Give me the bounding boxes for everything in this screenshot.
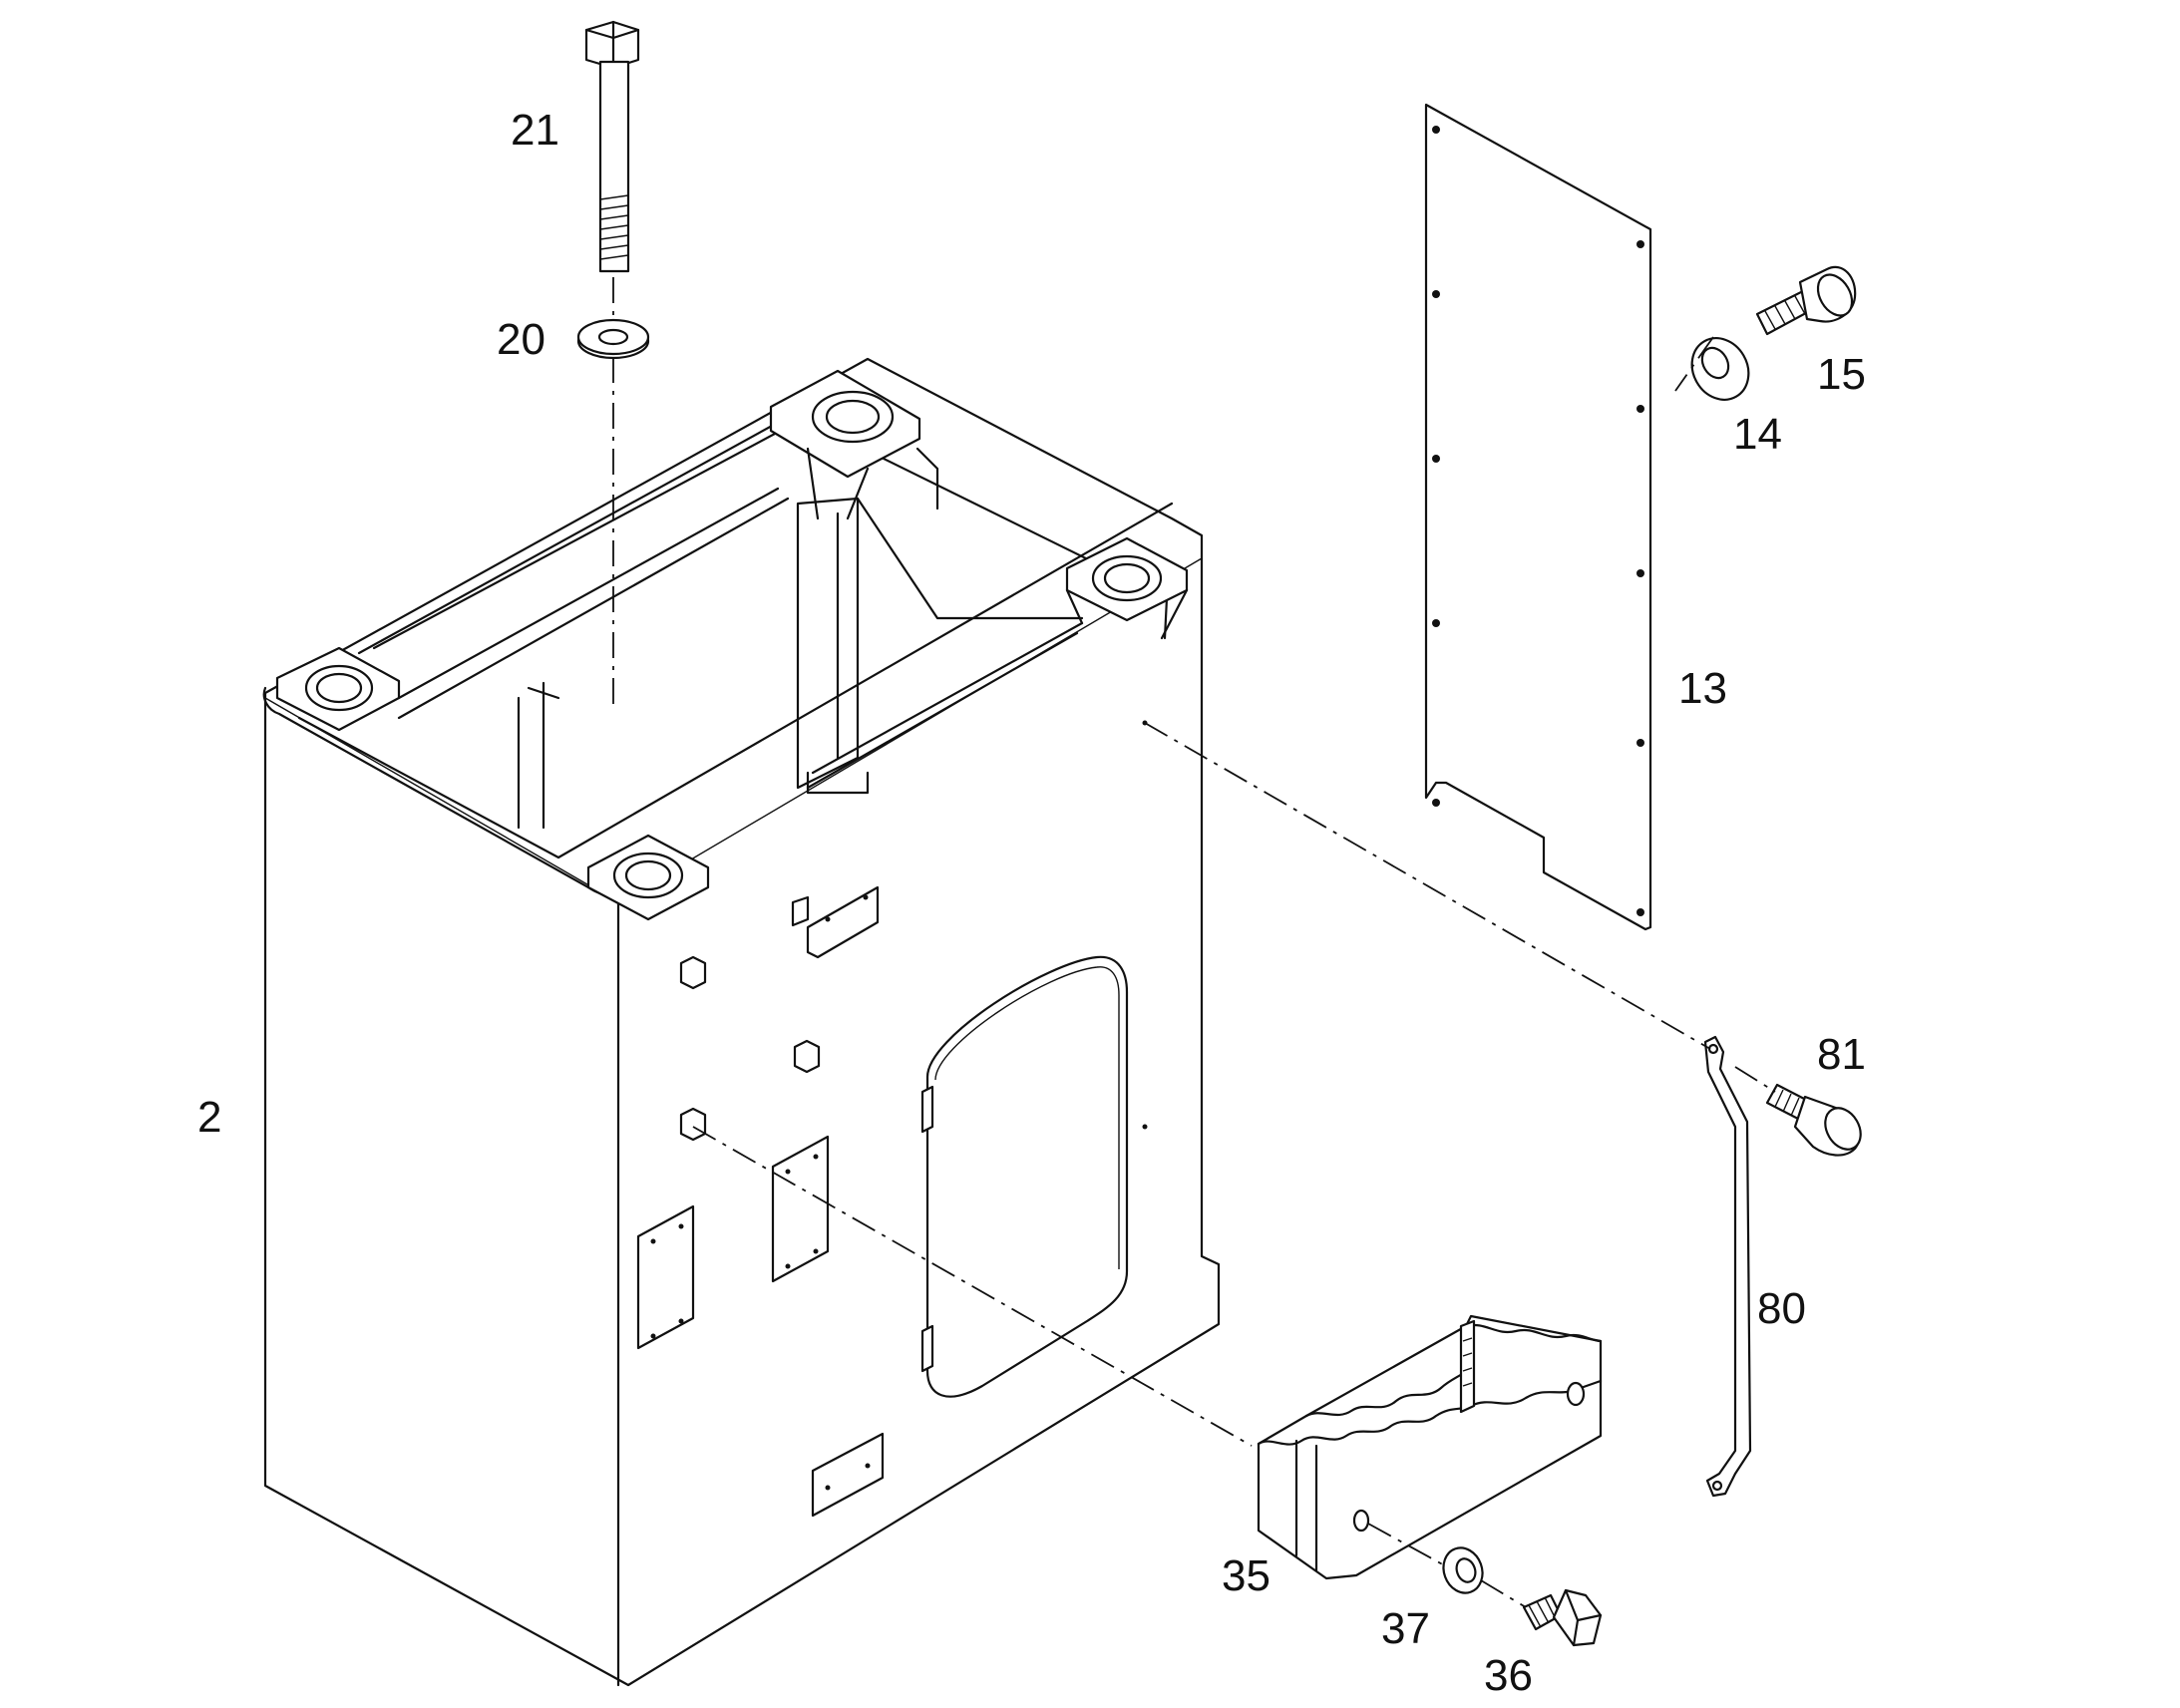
mounting-block-2 bbox=[793, 1039, 821, 1074]
hex-bolt-36 bbox=[1522, 1588, 1603, 1647]
access-door bbox=[920, 955, 1129, 1398]
lock-washer-14 bbox=[1690, 337, 1750, 401]
hinge-plate-upper bbox=[791, 885, 880, 959]
part-label-14: 14 bbox=[1733, 410, 1782, 459]
corner-boss-rear bbox=[769, 369, 921, 520]
cap-screw-15 bbox=[1755, 265, 1857, 336]
part-label-2: 2 bbox=[197, 1093, 221, 1142]
part-labels: 21 20 15 14 13 2 81 80 35 37 36 bbox=[197, 106, 1866, 1700]
side-panel bbox=[1424, 103, 1652, 931]
mounting-block-1 bbox=[679, 955, 707, 990]
assembly-lines bbox=[612, 277, 1776, 1608]
part-label-37: 37 bbox=[1381, 1604, 1430, 1653]
corner-boss-rear-left bbox=[275, 646, 401, 732]
part-label-13: 13 bbox=[1678, 664, 1727, 713]
part-label-20: 20 bbox=[497, 315, 545, 364]
part-label-15: 15 bbox=[1817, 350, 1866, 399]
corner-boss-right bbox=[1065, 536, 1189, 640]
side-plate-bottom bbox=[811, 1432, 885, 1518]
washer-20 bbox=[576, 318, 650, 360]
cabinet-body bbox=[262, 357, 1221, 1687]
mounting-block-3 bbox=[679, 1107, 707, 1142]
corner-boss-front bbox=[586, 834, 710, 921]
step-tread bbox=[1257, 1314, 1603, 1580]
bracket-rod bbox=[1703, 1035, 1752, 1498]
part-label-36: 36 bbox=[1484, 1651, 1533, 1700]
washer-37 bbox=[1442, 1546, 1484, 1594]
part-label-80: 80 bbox=[1757, 1284, 1806, 1333]
part-label-35: 35 bbox=[1222, 1551, 1271, 1600]
part-label-81: 81 bbox=[1817, 1030, 1866, 1079]
hex-bolt-long bbox=[584, 20, 640, 273]
part-label-21: 21 bbox=[511, 106, 559, 155]
cap-screw-81 bbox=[1765, 1083, 1862, 1157]
